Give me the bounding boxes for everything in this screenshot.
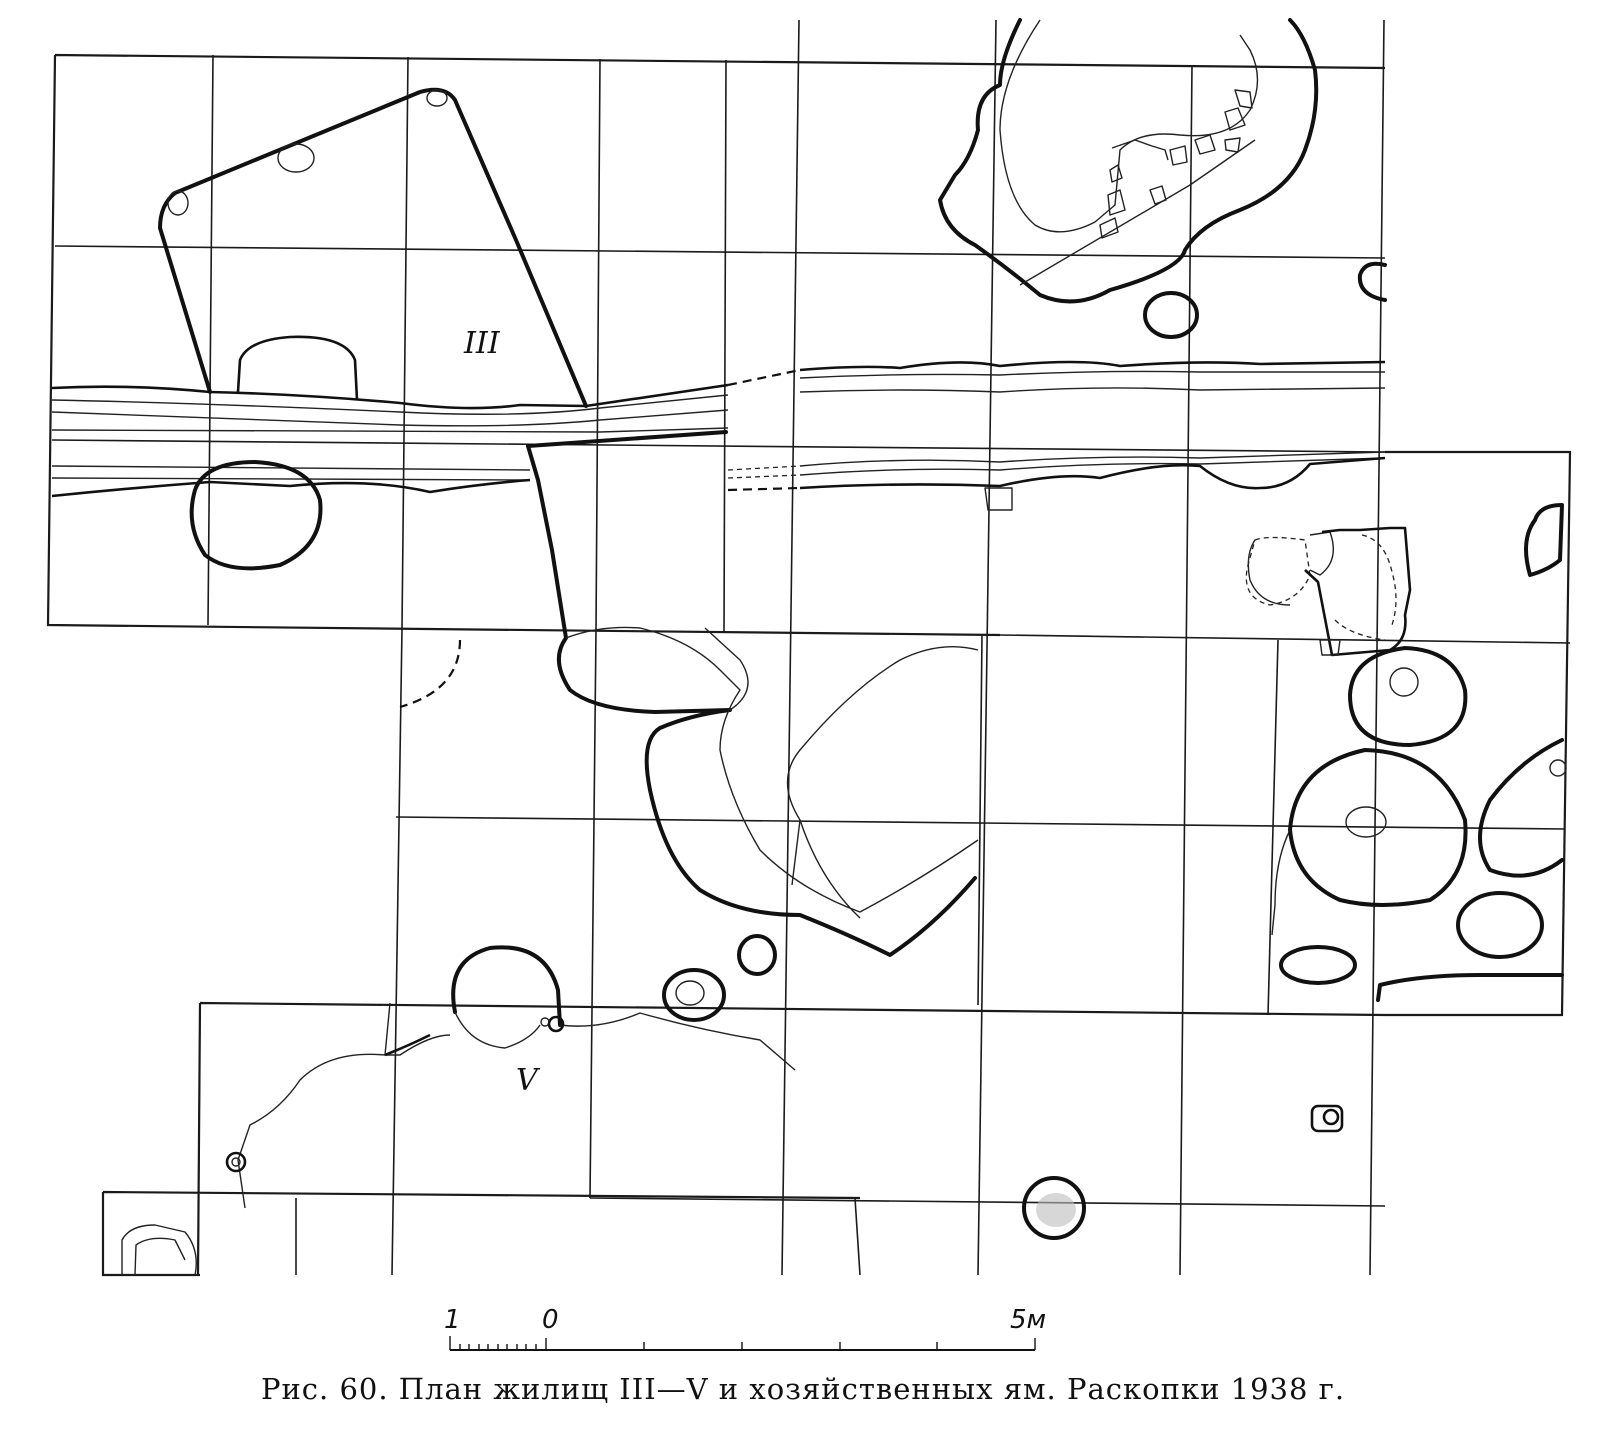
house-4-inner [565,626,979,919]
house-3-label: III [463,326,501,361]
house-3-posthole [167,190,189,216]
grid-frame-right [1385,450,1572,1017]
pit-outline [189,460,323,571]
house-4-outline [526,430,977,957]
house-3-posthole [426,89,448,107]
house-5-outline [451,945,562,1027]
excavation-plan: III V [46,18,1572,1277]
upper-right-pit [938,18,1319,304]
round-pit-dotted [1022,1176,1086,1240]
excavation-grid [46,19,1572,1277]
edge-pit [1357,261,1387,302]
large-round-pit [1288,748,1468,907]
small-pit [737,934,777,976]
small-pit [1143,291,1199,339]
small-pit [662,968,726,1022]
house-5-label: V [516,1063,541,1098]
stone-cluster [1099,89,1253,239]
dashed-pit [1245,536,1311,606]
scale-label-zero: 0 [542,1305,559,1335]
oval-pit [1279,945,1357,985]
trench-bands [51,360,1386,511]
small-pit-inner [675,980,705,1006]
oval-pit [1456,891,1544,959]
lower-left-feature [121,1224,197,1276]
round-pit [1348,646,1468,747]
house-3-posthole [277,143,315,173]
scale-label-one: 1 [444,1305,461,1335]
dashed-arc [399,639,462,709]
scale-label-five-m: 5м [1010,1305,1046,1335]
house-3-hearth [236,335,359,401]
stone-slab-feature [1304,526,1412,657]
grid-frame-upper-left [46,53,1386,637]
house-3-outline [158,87,588,408]
scale-bar: 1 0 5м [444,1305,1046,1351]
small-feature [1310,1104,1344,1133]
figure-caption: Рис. 60. План жилищ III—V и хозяйственны… [260,1372,1346,1406]
